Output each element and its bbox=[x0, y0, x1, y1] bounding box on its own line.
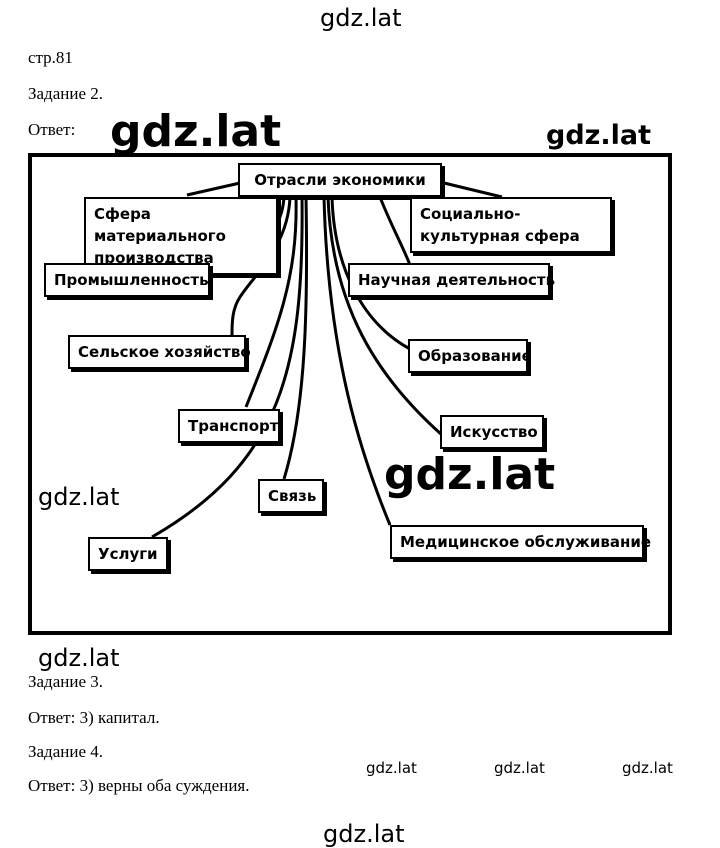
page-label: стр.81 bbox=[28, 48, 73, 67]
connector-art bbox=[326, 196, 443, 437]
node-education: Образование bbox=[408, 339, 532, 373]
task2-title: Задание 2. bbox=[28, 84, 103, 103]
watermark-right: gdz.lat bbox=[546, 120, 652, 151]
node-industry: Промышленность bbox=[44, 263, 210, 297]
connector-medical bbox=[322, 196, 392, 526]
node-social-cultural: Социально-культурная сфера bbox=[410, 197, 612, 253]
watermark-diagram-left: gdz.lat bbox=[38, 483, 120, 511]
diagram-frame: Отрасли экономики Сфера материального пр… bbox=[28, 153, 672, 635]
task3-title: Задание 3. bbox=[28, 672, 103, 691]
task4-answer: Ответ: 3) верны оба суждения. bbox=[28, 776, 250, 795]
watermark-diagram: gdz.lat bbox=[384, 449, 556, 500]
watermark-top: gdz.lat bbox=[320, 4, 402, 32]
node-material-production: Сфера материального производства bbox=[84, 197, 278, 275]
connector-communication bbox=[282, 196, 309, 480]
connector-transport bbox=[244, 196, 298, 408]
connector-material bbox=[186, 181, 241, 197]
connector-agriculture bbox=[230, 196, 292, 336]
watermark-bottom: gdz.lat bbox=[323, 820, 405, 848]
watermark-below-diagram: gdz.lat bbox=[38, 644, 120, 672]
node-transport: Транспорт bbox=[178, 409, 280, 443]
node-services: Услуги bbox=[88, 537, 168, 571]
node-agriculture: Сельское хозяйство bbox=[68, 335, 251, 369]
node-science: Научная деятельность bbox=[348, 263, 555, 297]
connector-services bbox=[151, 196, 304, 539]
node-communication: Связь bbox=[258, 479, 324, 513]
watermark-large: gdz.lat bbox=[110, 106, 282, 157]
watermark-small-3: gdz.lat bbox=[622, 759, 673, 777]
watermark-small-2: gdz.lat bbox=[494, 759, 545, 777]
watermark-small-1: gdz.lat bbox=[366, 759, 417, 777]
node-economy-branches: Отрасли экономики bbox=[238, 163, 442, 197]
node-medical-service: Медицинское обслуживание bbox=[390, 525, 651, 559]
task3-answer: Ответ: 3) капитал. bbox=[28, 708, 160, 727]
connector-science bbox=[378, 196, 412, 266]
node-art: Искусство bbox=[440, 415, 544, 449]
task4-title: Задание 4. bbox=[28, 742, 103, 761]
connector-social bbox=[443, 181, 503, 199]
task2-answer-label: Ответ: bbox=[28, 120, 76, 139]
